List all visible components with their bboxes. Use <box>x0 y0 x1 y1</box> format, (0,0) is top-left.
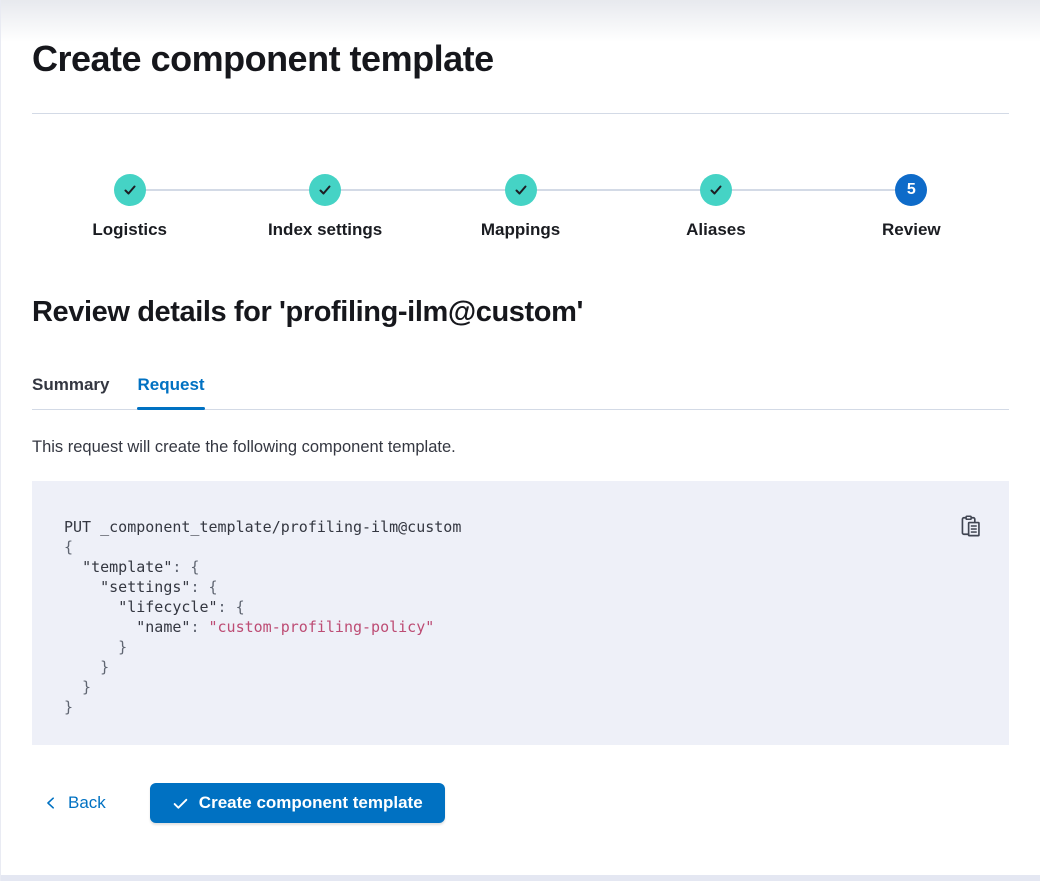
code-segment-punct: } <box>64 638 128 657</box>
check-icon <box>515 185 527 195</box>
create-component-template-page: Create component template Logistics Inde… <box>1 0 1040 824</box>
code-line: "name": "custom-profiling-policy" <box>64 617 977 637</box>
step-label: Aliases <box>686 220 746 240</box>
code-segment-key: "settings" <box>100 578 191 597</box>
page-title: Create component template <box>32 38 494 79</box>
code-segment-punct: : { <box>217 598 245 617</box>
review-tabs: Summary Request <box>32 375 1009 411</box>
step-aliases[interactable]: Aliases <box>618 174 813 240</box>
tab-summary[interactable]: Summary <box>32 375 110 395</box>
code-lines: PUT _component_template/profiling-ilm@cu… <box>64 517 977 717</box>
stepper: Logistics Index settings Mappings Aliase… <box>32 174 1009 240</box>
step-complete-circle[interactable] <box>504 174 537 207</box>
step-logistics[interactable]: Logistics <box>32 174 227 240</box>
code-segment-punct: : <box>190 618 209 637</box>
step-current-circle[interactable]: 5 <box>895 174 928 207</box>
code-line: } <box>64 637 977 657</box>
create-component-template-button[interactable]: Create component template <box>149 783 445 824</box>
code-line: { <box>64 537 977 557</box>
code-segment-key: "name" <box>136 618 191 637</box>
wizard-footer: Back Create component template <box>32 783 1009 824</box>
tab-request[interactable]: Request <box>137 375 205 411</box>
code-segment-punct <box>64 598 118 616</box>
review-heading: Review details for 'profiling-ilm@custom… <box>32 296 583 329</box>
back-label: Back <box>68 793 106 813</box>
check-icon <box>319 185 331 195</box>
code-line: } <box>64 697 977 717</box>
code-segment-punct <box>64 578 100 596</box>
code-segment-punct: : { <box>172 558 200 577</box>
step-label: Index settings <box>267 220 383 240</box>
code-segment-key: "lifecycle" <box>118 598 218 617</box>
code-segment-punct <box>64 558 82 576</box>
code-segment-punct <box>64 618 136 636</box>
request-code-block: PUT _component_template/profiling-ilm@cu… <box>32 481 1009 746</box>
step-review[interactable]: 5 Review <box>814 174 1009 240</box>
step-label: Mappings <box>480 220 561 240</box>
bottom-panel-edge <box>1 875 1040 881</box>
code-segment-method: PUT _component_template/profiling-ilm@cu… <box>64 518 462 537</box>
step-index-settings[interactable]: Index settings <box>227 174 422 240</box>
code-segment-key: "template" <box>82 558 173 577</box>
code-segment-string: "custom-profiling-policy" <box>208 618 435 637</box>
step-complete-circle[interactable] <box>699 174 732 207</box>
submit-label: Create component template <box>198 793 423 813</box>
code-segment-punct: } <box>64 658 110 677</box>
check-icon <box>173 798 188 809</box>
step-label: Logistics <box>92 220 168 240</box>
check-icon <box>710 185 722 195</box>
step-label: Review <box>882 220 941 240</box>
code-line: } <box>64 657 977 677</box>
code-line: "lifecycle": { <box>64 597 977 617</box>
code-segment-punct: : { <box>190 578 218 597</box>
step-mappings[interactable]: Mappings <box>423 174 618 240</box>
back-button[interactable]: Back <box>44 793 106 813</box>
code-line: "settings": { <box>64 577 977 597</box>
title-divider <box>32 113 1009 115</box>
chevron-left-icon <box>47 797 54 809</box>
copy-clipboard-icon <box>961 515 980 537</box>
code-line: "template": { <box>64 557 977 577</box>
step-complete-circle[interactable] <box>309 174 342 207</box>
code-segment-punct: { <box>64 538 74 557</box>
request-description: This request will create the following c… <box>32 438 456 457</box>
step-number: 5 <box>906 181 916 199</box>
code-segment-punct: } <box>64 678 92 697</box>
step-complete-circle[interactable] <box>113 174 146 207</box>
code-line: PUT _component_template/profiling-ilm@cu… <box>64 517 977 537</box>
code-line: } <box>64 677 977 697</box>
code-segment-punct: } <box>64 698 74 717</box>
check-icon <box>124 185 136 195</box>
copy-to-clipboard-button[interactable] <box>959 515 981 537</box>
